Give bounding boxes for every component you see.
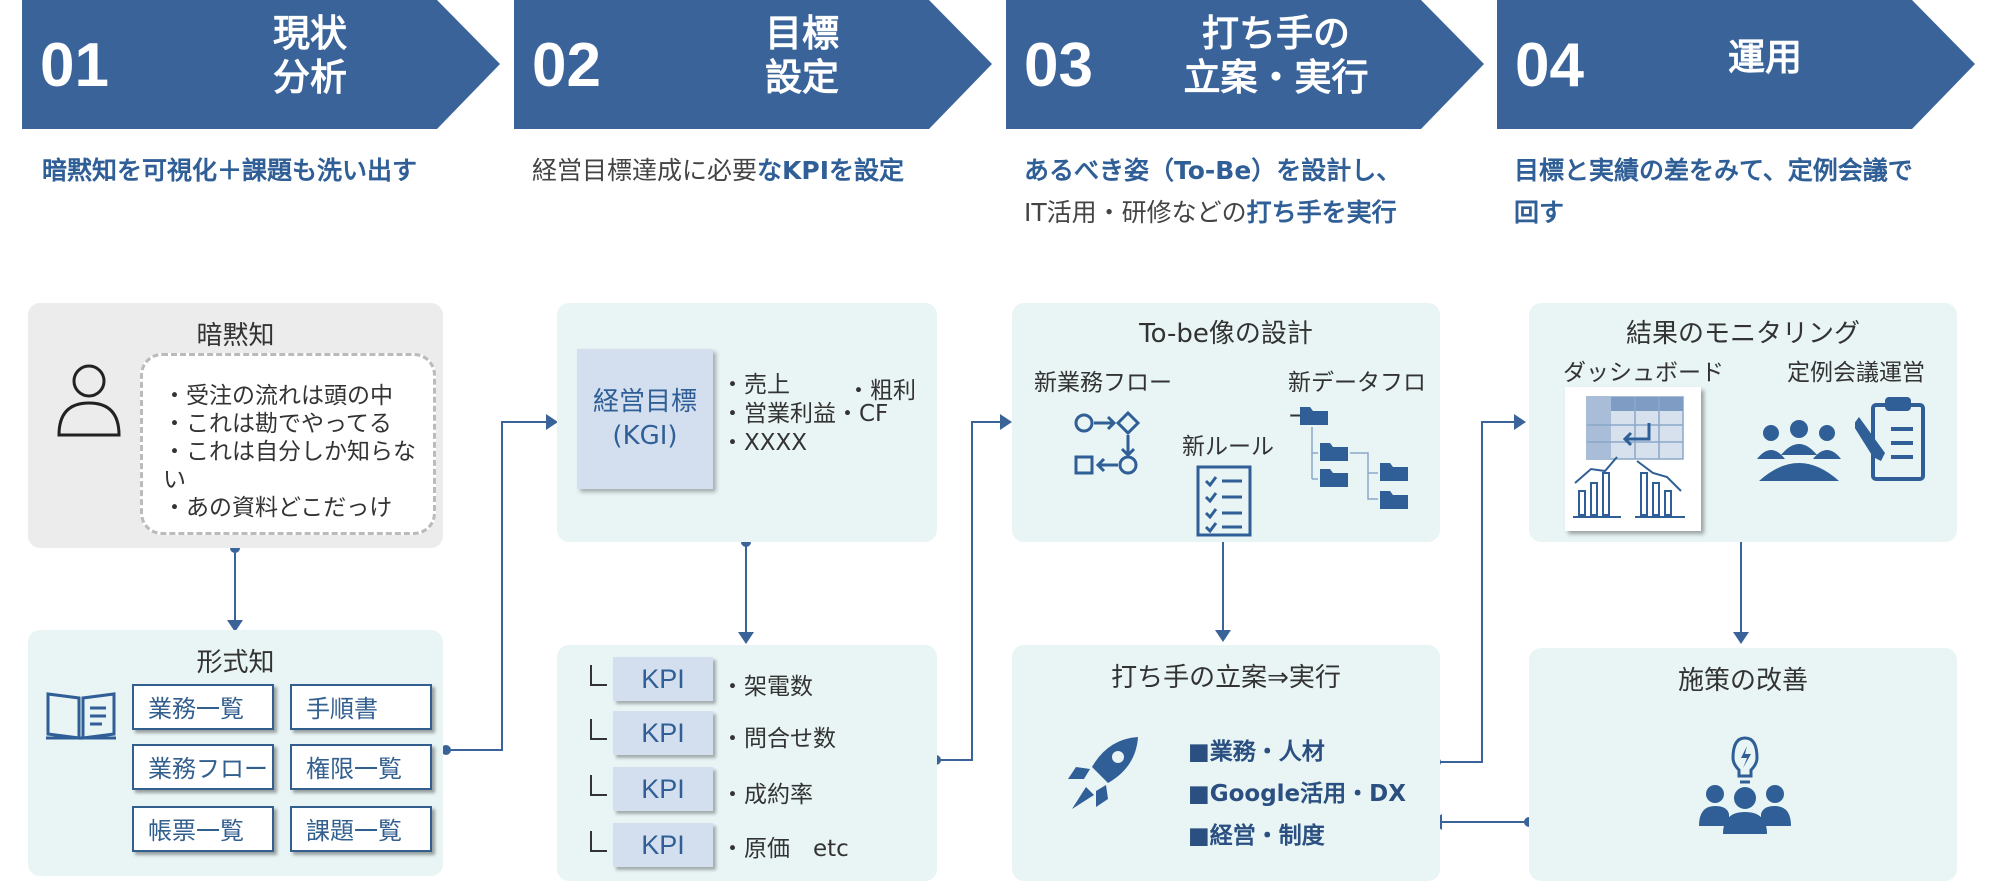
step-title-line2: 設定 <box>765 56 839 99</box>
step-title-line1: 打ち手の <box>1202 12 1350 55</box>
kpi-card: KPI <box>613 823 713 867</box>
meeting-label: 定例会議運営 <box>1787 360 1925 386</box>
person-icon <box>57 364 121 437</box>
desc-plain: 経営目標達成に必要 <box>532 156 758 185</box>
monitoring-box: 結果のモニタリング ダッシュボード 定例会議運営 <box>1529 303 1957 542</box>
step-title-line2: 立案・実行 <box>1183 56 1369 99</box>
desc-highlight: あるべき姿（To-Be）を設計し、 <box>1024 156 1402 185</box>
step-04-header: 04 運用 <box>1497 0 1975 129</box>
step-title-line1: 目標 <box>765 12 839 55</box>
step-title-line1: 運用 <box>1728 36 1802 79</box>
step-title: 目標 設定 <box>702 12 902 100</box>
chevron-shape <box>514 0 992 129</box>
kgi-sublabel: (KGI) <box>612 421 678 451</box>
tree-lines <box>590 665 607 852</box>
kgi-item: ・XXXX <box>721 430 808 456</box>
step-02-header: 02 目標 設定 <box>514 0 992 129</box>
box-title: 結果のモニタリング <box>1625 319 1860 349</box>
dashboard-icon <box>1573 396 1685 518</box>
tacit-list: ・受注の流れは頭の中 ・これは勘でやってる ・これは自分しか知らない ・あの資料… <box>163 382 433 522</box>
box-title: 形式知 <box>196 648 275 678</box>
step-03-description: あるべき姿（To-Be）を設計し、 IT活用・研修などの打ち手を実行 <box>1024 150 1401 234</box>
box-title: 暗黙知 <box>196 321 275 351</box>
step-01-header: 01 現状 分析 <box>22 0 500 129</box>
action-item: ■経営・制度 <box>1188 823 1325 849</box>
flowchart-icon <box>1074 410 1141 475</box>
kpi-box: KPI KPI KPI KPI ・架電数 ・問合せ数 ・成約率 ・原価 etc <box>557 645 937 881</box>
list-item: ・受注の流れは頭の中 <box>163 383 393 409</box>
step-number: 03 <box>1024 31 1093 100</box>
step-04-description: 目標と実績の差をみて、定例会議で 回す <box>1514 150 1913 234</box>
folder-tree-icon <box>1300 407 1408 509</box>
chevron-shape <box>1497 0 1975 129</box>
chevron-shape <box>1006 0 1484 129</box>
kgi-item: ・売上 <box>721 372 790 398</box>
thought-bubble: ・受注の流れは頭の中 ・これは勘でやってる ・これは自分しか知らない ・あの資料… <box>140 353 436 535</box>
kgi-label: 経営目標 <box>592 387 697 417</box>
desc-highlight: 暗黙知を可視化＋課題も洗い出す <box>42 156 418 185</box>
explicit-knowledge-box: 形式知 業務一覧 手順書 業務フロー 権限一覧 帳票一覧 課題一覧 <box>28 630 443 876</box>
rocket-icon <box>1068 737 1138 809</box>
tag-kengen-ichiran: 権限一覧 <box>290 744 432 790</box>
checklist-icon <box>1196 465 1252 537</box>
desc-highlight: 打ち手を実行 <box>1246 198 1397 227</box>
step-title: 現状 分析 <box>210 12 410 100</box>
desc-highlight: 目標と実績の差をみて、定例会議で <box>1514 156 1913 185</box>
box-title: To-be像の設計 <box>1139 319 1313 349</box>
step-02-description: 経営目標達成に必要なKPIを設定 <box>532 150 904 192</box>
tacit-knowledge-box: 暗黙知 ・受注の流れは頭の中 ・これは勘でやってる ・これは自分しか知らない ・… <box>28 303 443 548</box>
tag-gyomu-flow: 業務フロー <box>132 744 274 790</box>
action-item: ■業務・人材 <box>1188 739 1325 765</box>
kpi-card: KPI <box>613 657 713 701</box>
tag-chohyo-ichiran: 帳票一覧 <box>132 806 274 852</box>
open-book-icon <box>46 692 116 740</box>
tag-kadai-ichiran: 課題一覧 <box>290 806 432 852</box>
team-idea-icon <box>1699 736 1791 834</box>
step-03-header: 03 打ち手の 立案・実行 <box>1006 0 1484 129</box>
desc-plain: IT活用・研修などの <box>1024 198 1247 227</box>
kpi-item: ・成約率 <box>721 782 813 808</box>
tag-tejunsho: 手順書 <box>290 684 432 730</box>
kpi-item: ・問合せ数 <box>721 726 836 752</box>
tag-gyomu-ichiran: 業務一覧 <box>132 684 274 730</box>
dashboard-card <box>1565 387 1701 531</box>
step-number: 02 <box>532 31 601 100</box>
kpi-card: KPI <box>613 767 713 811</box>
step-number: 01 <box>40 31 109 100</box>
new-flow-label: 新業務フロー <box>1034 370 1172 396</box>
list-item: ・これは自分しか知らない <box>163 439 416 493</box>
improvement-box: 施策の改善 <box>1529 648 1957 881</box>
box-title: 打ち手の立案⇒実行 <box>1111 663 1341 693</box>
kpi-item: ・架電数 <box>721 674 813 700</box>
list-item: ・あの資料どこだっけ <box>163 495 393 521</box>
action-list: ■業務・人材 ■Google活用・DX ■経営・制度 <box>1188 731 1406 857</box>
step-title-line1: 現状 <box>273 12 347 55</box>
list-item: ・これは勘でやってる <box>163 411 392 437</box>
box-title: 施策の改善 <box>1677 666 1808 696</box>
dashboard-label: ダッシュボード <box>1563 360 1724 386</box>
step-number: 04 <box>1515 31 1584 100</box>
kgi-item: ・営業利益・CF <box>721 401 889 427</box>
action-plan-box: 打ち手の立案⇒実行 ■業務・人材 ■Google活用・DX ■経営・制度 <box>1012 645 1440 881</box>
kgi-items: ・売上 ・営業利益・CF ・XXXX <box>721 371 888 458</box>
new-rule-label: 新ルール <box>1182 434 1274 460</box>
action-item: ■Google活用・DX <box>1188 781 1406 807</box>
team-meeting-icon <box>1757 420 1841 481</box>
step-title: 運用 <box>1665 36 1865 80</box>
kgi-box: 経営目標 (KGI) ・売上 ・営業利益・CF ・XXXX ・粗利 <box>557 303 937 542</box>
step-title-line2: 分析 <box>273 56 347 99</box>
chevron-shape <box>22 0 500 129</box>
clipboard-pencil-icon <box>1855 397 1925 481</box>
kpi-item: ・原価 etc <box>721 836 849 862</box>
desc-highlight: なKPIを設定 <box>757 156 905 185</box>
step-01-description: 暗黙知を可視化＋課題も洗い出す <box>42 150 417 192</box>
kgi-card: 経営目標 (KGI) <box>577 349 713 489</box>
kpi-card: KPI <box>613 711 713 755</box>
desc-highlight: 回す <box>1514 198 1565 227</box>
step-title: 打ち手の 立案・実行 <box>1146 12 1406 100</box>
kgi-item: ・粗利 <box>847 378 916 404</box>
tobe-design-box: To-be像の設計 新業務フロー 新データフロー 新ルール <box>1012 303 1440 542</box>
